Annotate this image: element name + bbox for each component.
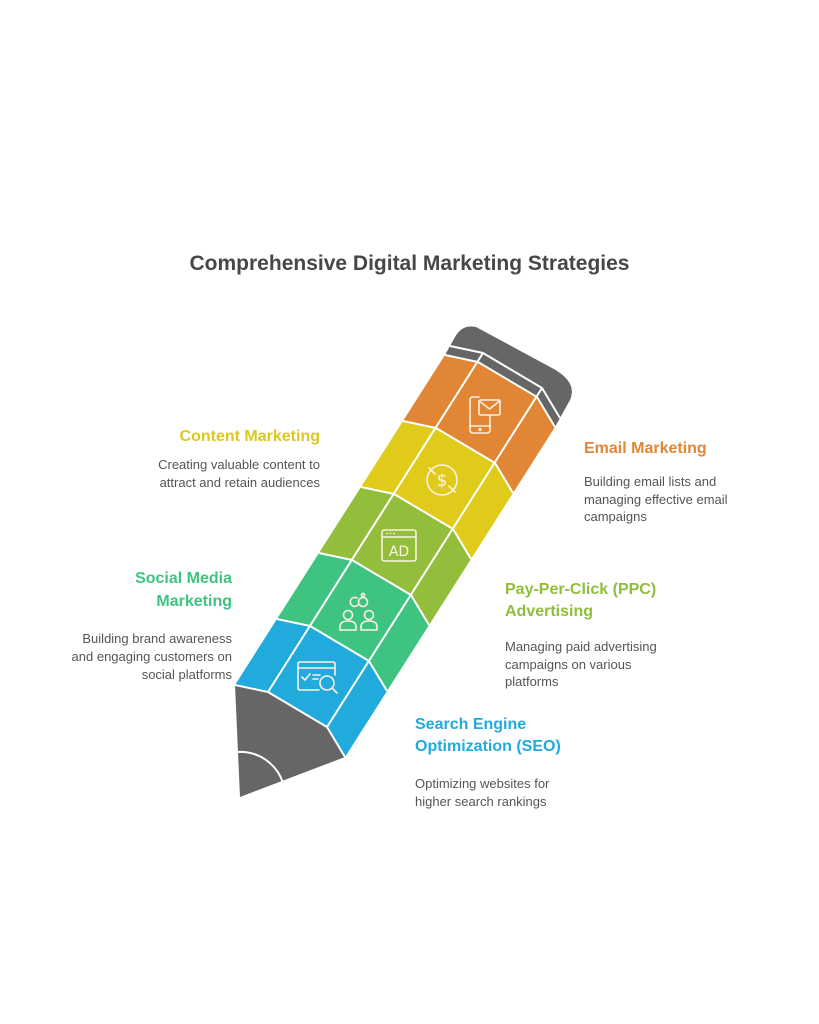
- strategy-heading: Email Marketing: [584, 438, 728, 460]
- strategy-description-text: Building brand awareness and engaging cu…: [0, 630, 232, 684]
- description-line: platforms: [505, 674, 559, 689]
- heading-line: Pay-Per-Click (PPC): [505, 581, 657, 598]
- description-line: campaigns on various: [505, 656, 632, 672]
- strategy-description: Optimizing websites for higher search ra…: [415, 775, 561, 810]
- strategy-social-description: Building brand awareness and engaging cu…: [0, 630, 232, 684]
- pencil-lead-arc: [236, 750, 284, 784]
- description-line: social platforms: [141, 667, 232, 682]
- description-line: higher search rankings: [415, 793, 547, 809]
- description-line: and engaging customers on: [71, 649, 232, 664]
- heading-line: Content Marketing: [179, 428, 320, 445]
- description-line: Optimizing websites for: [415, 776, 550, 791]
- strategy-heading: Pay-Per-Click (PPC) Advertising: [505, 579, 657, 623]
- ad-window-icon: AD: [381, 529, 417, 562]
- strategy-content-marketing: Content Marketing Creating valuable cont…: [158, 426, 320, 491]
- people-link-icon: [339, 592, 378, 631]
- heading-line: Optimization (SEO): [415, 738, 561, 755]
- description-line: Building email lists and: [584, 474, 717, 489]
- page-title: Comprehensive Digital Marketing Strategi…: [189, 252, 630, 275]
- segment-ppc: [319, 487, 471, 625]
- no-dollar-icon: $: [426, 464, 458, 496]
- heading-line: Social Media: [135, 570, 232, 587]
- description-line: attract and retain audiences: [159, 474, 320, 490]
- description-line: campaigns: [584, 509, 647, 524]
- description-line: managing effective email: [584, 491, 728, 507]
- segment-email: [403, 355, 555, 493]
- strategy-ppc-advertising: Pay-Per-Click (PPC) Advertising Managing…: [505, 579, 657, 691]
- description-line: Managing paid advertising: [505, 639, 657, 654]
- strategy-heading: Social Media Marketing: [135, 567, 232, 613]
- strategy-heading: Content Marketing: [158, 426, 320, 448]
- segment-content: [361, 421, 513, 559]
- pencil-tip: [235, 685, 345, 797]
- strategy-heading: Search Engine Optimization (SEO): [415, 714, 561, 758]
- heading-line: Advertising: [505, 603, 594, 620]
- segment-dividers: [234, 345, 561, 758]
- phone-email-icon: [469, 396, 501, 434]
- heading-line: Search Engine: [415, 716, 527, 733]
- strategy-social-media-marketing: Social Media Marketing: [135, 567, 232, 613]
- strategy-description: Managing paid advertising campaigns on v…: [505, 638, 657, 691]
- strategy-seo: Search Engine Optimization (SEO) Optimiz…: [415, 714, 561, 810]
- strategy-description: Building email lists and managing effect…: [584, 473, 728, 526]
- strategy-description: Creating valuable content to attract and…: [158, 456, 320, 491]
- description-line: Building brand awareness: [82, 631, 232, 646]
- svg-text:AD: AD: [389, 544, 409, 560]
- heading-line: Email Marketing: [584, 440, 707, 457]
- segment-seo: [235, 619, 387, 757]
- svg-text:$: $: [437, 471, 448, 491]
- description-line: Creating valuable content to: [158, 457, 320, 472]
- seo-window-magnifier-icon: [297, 661, 338, 694]
- strategy-email-marketing: Email Marketing Building email lists and…: [584, 438, 728, 526]
- heading-line: Marketing: [156, 593, 232, 610]
